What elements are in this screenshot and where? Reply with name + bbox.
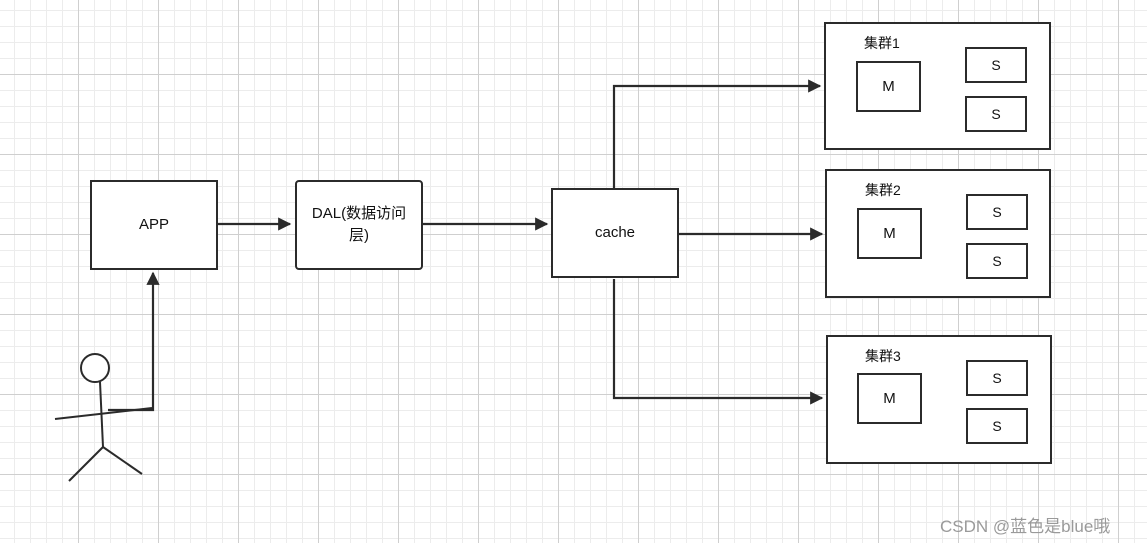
arrow-user-to-app [108, 271, 160, 412]
cluster-1-title: 集群1 [864, 35, 900, 51]
cluster-2-slave-1-label: S [992, 204, 1002, 220]
arrow-cache-to-cluster-1 [612, 79, 822, 189]
cluster-2-master[interactable]: M [857, 208, 922, 259]
arrow-cache-to-cluster-3 [612, 279, 824, 405]
cluster-2-slave-2-label: S [992, 253, 1002, 269]
cluster-3-slave-2-label: S [992, 418, 1002, 434]
cluster-1-master-label: M [882, 77, 895, 95]
dal-node[interactable]: DAL(数据访问层) [295, 180, 423, 270]
cache-label: cache [594, 224, 636, 241]
cluster-3-slave-1[interactable]: S [966, 360, 1028, 396]
cluster-1-slave-2[interactable]: S [965, 96, 1027, 132]
cache-node[interactable]: cache [551, 188, 679, 278]
cluster-2-title: 集群2 [865, 182, 901, 198]
cluster-2-slave-2[interactable]: S [966, 243, 1028, 279]
cluster-1-slave-1-label: S [991, 57, 1001, 73]
cluster-1-master[interactable]: M [856, 61, 921, 112]
app-label: APP [138, 216, 169, 233]
app-node[interactable]: APP [90, 180, 218, 270]
cluster-3-master-label: M [883, 389, 896, 407]
dal-label: DAL(数据访问层) [311, 205, 407, 244]
watermark: CSDN @蓝色是blue哦 [940, 517, 1111, 536]
cluster-3-master[interactable]: M [857, 373, 922, 424]
cluster-3-slave-2[interactable]: S [966, 408, 1028, 444]
cluster-1-slave-1[interactable]: S [965, 47, 1027, 83]
cluster-1-slave-2-label: S [991, 106, 1001, 122]
cluster-3-slave-1-label: S [992, 370, 1002, 386]
user-actor-icon [54, 353, 153, 482]
cluster-3-title: 集群3 [865, 348, 901, 364]
cluster-2-slave-1[interactable]: S [966, 194, 1028, 230]
cluster-2-master-label: M [883, 224, 896, 242]
